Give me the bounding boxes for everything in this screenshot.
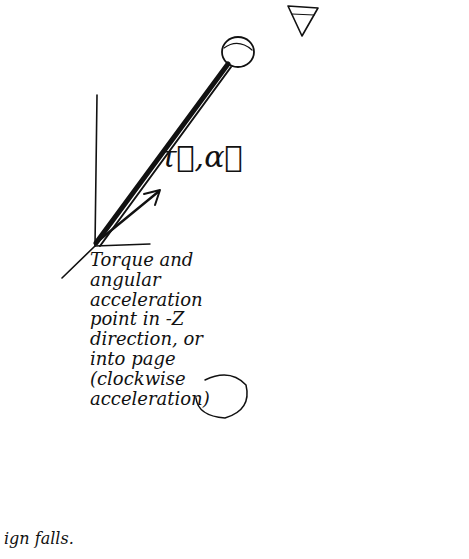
y-axis (95, 95, 97, 246)
viewer-mark-line (292, 14, 314, 15)
ball (222, 37, 254, 67)
x-axis (95, 244, 150, 246)
viewer-mark (288, 6, 318, 36)
ball-detail (224, 43, 252, 50)
note-text: Torque and angular acceleration point in… (90, 250, 240, 408)
arrow-head (144, 190, 160, 205)
cut-text: ign falls. (4, 530, 124, 548)
vector-label: τ⃗,α⃗ (160, 140, 270, 173)
vector-arrow (97, 192, 158, 242)
